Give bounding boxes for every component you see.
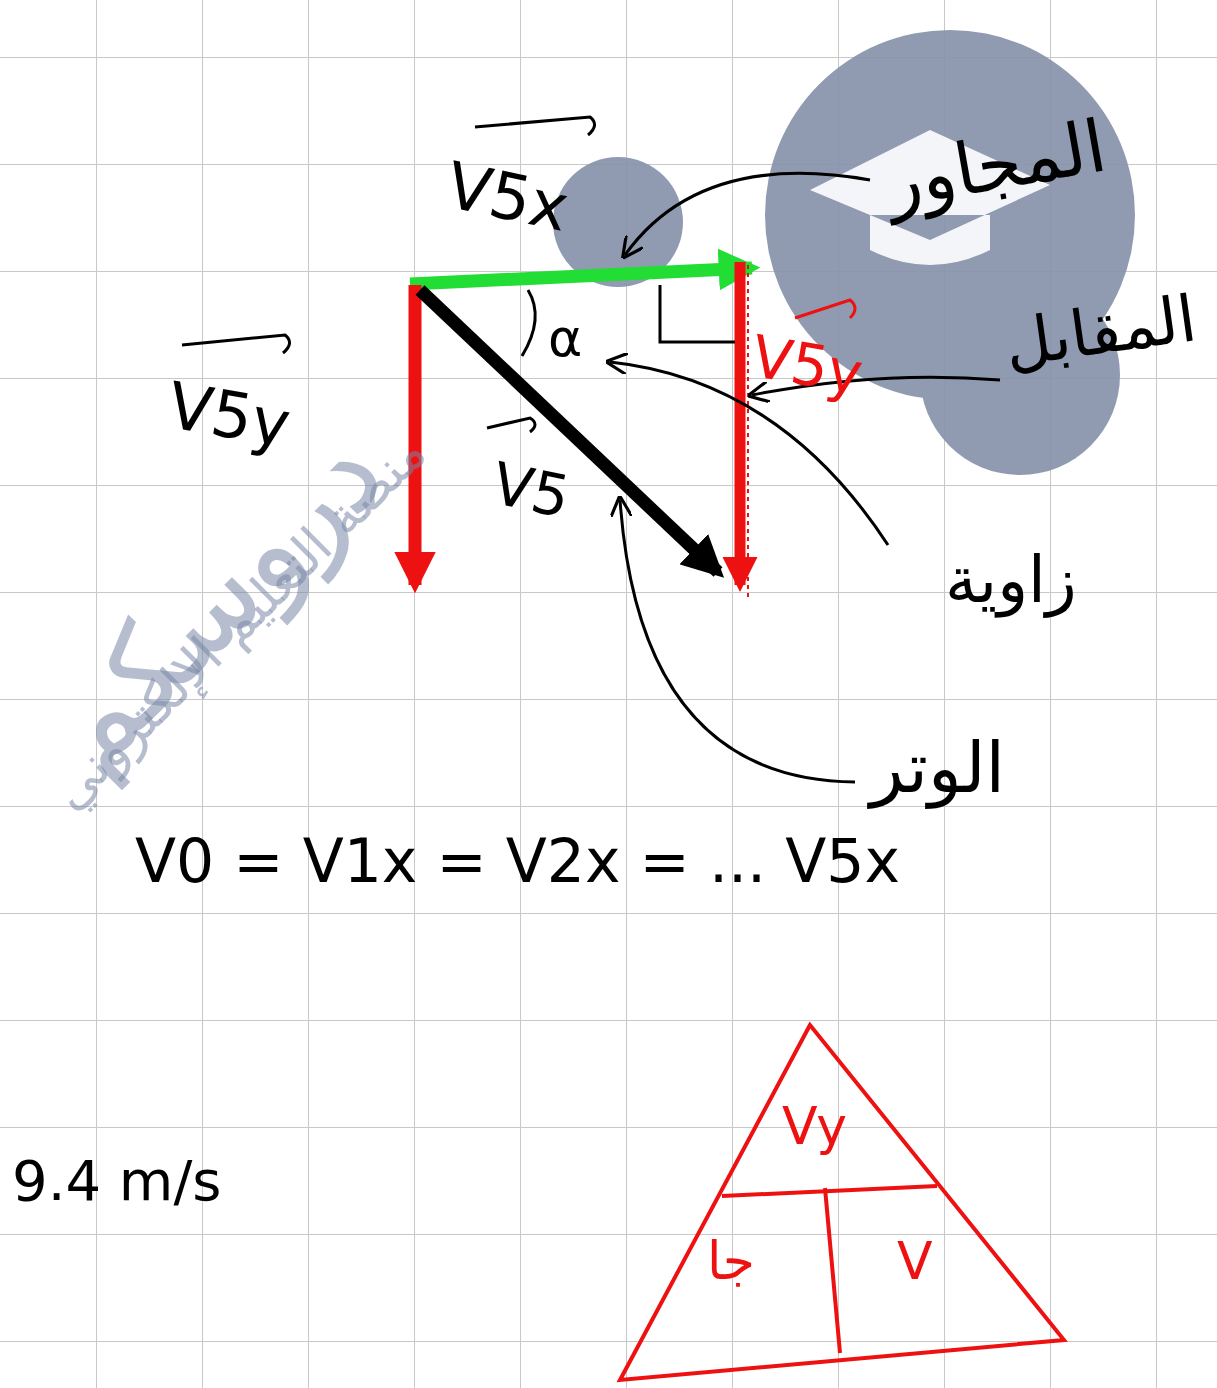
watermark: دروسكم	[20, 406, 408, 794]
triangle-divider	[722, 1186, 937, 1196]
term-label: المقابل	[1000, 283, 1200, 379]
triangle-outline	[612, 1018, 1072, 1386]
dotted-line	[747, 265, 749, 600]
vector-sign	[487, 418, 535, 432]
angle-symbol: α	[548, 310, 582, 367]
leader-line	[625, 173, 870, 255]
vector-label: V5y	[747, 325, 867, 407]
leader-line	[620, 500, 855, 782]
right-angle	[660, 285, 735, 342]
triangle-outline	[620, 1025, 1064, 1380]
angle-arc	[522, 290, 535, 356]
equation: V0 = V1x = V2x = ... V5x	[135, 828, 900, 894]
formula-term: Vy	[782, 1098, 847, 1155]
value-label: 9.4 m/s	[12, 1150, 221, 1212]
formula-term: جا	[707, 1233, 755, 1290]
vector-sign	[182, 335, 290, 353]
vector-label: V5x	[440, 150, 574, 244]
vector-label: V5y	[163, 370, 296, 461]
vy-vector	[735, 262, 746, 585]
term-label: المجاور	[880, 107, 1112, 223]
term-label: الوتر	[870, 730, 1005, 807]
formula-triangle: Vy جا V	[612, 1018, 1072, 1386]
vy-vector	[409, 285, 422, 585]
formula-term: V	[897, 1233, 933, 1290]
term-label: زاوية	[945, 545, 1077, 615]
vx-vector	[410, 268, 752, 284]
triangle-divider	[825, 1188, 840, 1353]
vector-sign	[475, 117, 595, 135]
watermark-logo	[553, 30, 1135, 475]
vector-sign	[795, 300, 855, 318]
resultant-vector	[420, 290, 718, 572]
vector-label: V5	[487, 452, 575, 530]
